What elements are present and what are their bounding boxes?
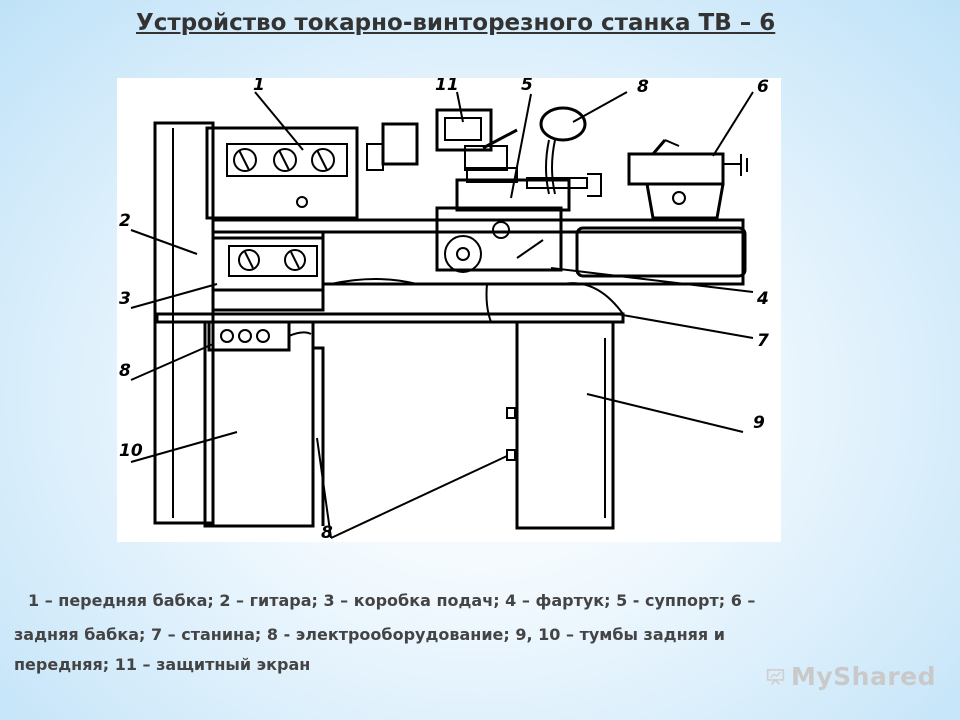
callout-1: 1 [253, 78, 265, 95]
callout-10: 10 [119, 441, 143, 461]
callout-8-bottom: 8 [321, 523, 333, 542]
apron [435, 206, 563, 272]
rear-cabinet [515, 320, 615, 530]
carriage [455, 178, 571, 212]
callout-4: 4 [756, 289, 769, 309]
tailstock [627, 152, 725, 186]
leader-lines [130, 91, 754, 539]
presentation-icon [766, 669, 785, 685]
callout-7: 7 [757, 331, 769, 351]
motor-box [381, 122, 419, 166]
callout-8-panel: 8 [119, 361, 131, 381]
watermark-text: MyShared [790, 661, 936, 691]
caption-line-1: 1 – передняя бабка; 2 – гитара; 3 – коро… [28, 591, 756, 610]
caption-line-2: задняя бабка; 7 – станина; 8 - электрооб… [14, 625, 725, 644]
bed [211, 218, 745, 234]
lathe-drawing: 1 11 5 8 6 2 3 4 7 8 9 10 8 [119, 78, 769, 542]
headstock-gear-handles [226, 143, 348, 208]
page-title: Устройство токарно-винторезного станка Т… [136, 10, 776, 36]
callout-11: 11 [435, 78, 459, 95]
callout-6: 6 [757, 78, 769, 97]
watermark-logo: MyShared [766, 656, 936, 696]
feed-box-knobs [228, 245, 318, 277]
callout-5: 5 [521, 78, 533, 95]
lathe-diagram: 1 11 5 8 6 2 3 4 7 8 9 10 8 [117, 78, 781, 542]
callout-3: 3 [119, 289, 131, 309]
front-cabinet [203, 320, 315, 528]
caption: 1 – передняя бабка; 2 – гитара; 3 – коро… [14, 584, 950, 678]
chip-tray [575, 226, 747, 278]
callout-9: 9 [753, 413, 765, 433]
lamp [539, 106, 587, 195]
caption-line-3: передняя; 11 – защитный экран [14, 655, 311, 674]
bed-base [155, 312, 625, 324]
bed-body [321, 230, 745, 286]
headstock [205, 126, 359, 220]
callout-8-lamp: 8 [637, 78, 649, 97]
callout-2: 2 [119, 211, 131, 231]
